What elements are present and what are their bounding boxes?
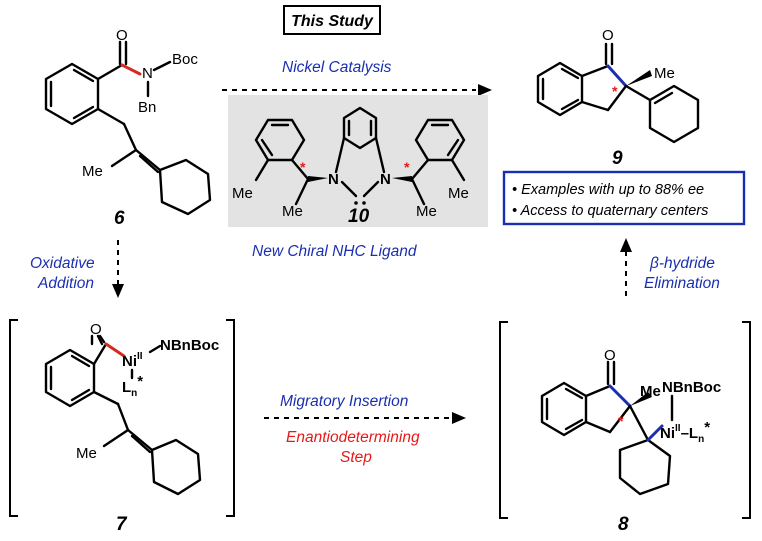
- compound-9-number: 9: [612, 148, 623, 169]
- note-quaternary: • Access to quaternary centers: [512, 203, 708, 219]
- this-study-label: This Study: [291, 13, 374, 30]
- c8-right-bracket: [742, 321, 751, 519]
- ligand-right-stereocenter: *: [404, 159, 410, 175]
- c7-oxygen: O: [90, 321, 102, 338]
- compound-7-number: 7: [116, 514, 128, 535]
- beta-hydride-label: β-hydride: [649, 255, 715, 272]
- compound-8: O Me * NBnBoc NiII–Ln*: [540, 347, 721, 496]
- note-ee: • Examples with up to 88% ee: [512, 182, 704, 198]
- ligand-me-right: Me: [416, 203, 437, 220]
- compound-9: O Me *: [536, 27, 700, 144]
- c7-left-bracket: [9, 319, 18, 517]
- ligand-aryl-me-left: Me: [232, 185, 253, 202]
- left-arrowhead: [112, 284, 124, 298]
- ligand-n-right: N: [380, 171, 391, 188]
- c6-oxygen: O: [116, 27, 128, 44]
- this-study-box: [283, 5, 381, 35]
- compound-6-number: 6: [114, 208, 125, 229]
- ligand-n-left: N: [328, 171, 339, 188]
- enantiodetermining-label: Enantiodetermining: [286, 429, 420, 446]
- c6-boc: Boc: [172, 51, 198, 68]
- c6-methyl: Me: [82, 163, 103, 180]
- c9-methyl: Me: [654, 65, 675, 82]
- c8-left-bracket: [499, 321, 508, 519]
- ligand-me-left: Me: [282, 203, 303, 220]
- ligand-caption: New Chiral NHC Ligand: [252, 243, 418, 260]
- c6-nitrogen: N: [142, 65, 153, 82]
- addition-label: Addition: [37, 275, 94, 292]
- c8-nbnboc: NBnBoc: [662, 379, 721, 396]
- c8-oxygen: O: [604, 347, 616, 364]
- migratory-insertion-label: Migratory Insertion: [280, 393, 408, 410]
- compound-7: O NiII NBnBoc Ln* Me: [44, 321, 219, 496]
- notes-box: [502, 170, 746, 226]
- oxidative-label: Oxidative: [30, 255, 95, 272]
- c7-nickel: NiII: [122, 351, 143, 370]
- ligand-number: 10: [348, 206, 370, 227]
- c8-stereocenter: *: [618, 413, 624, 429]
- c7-right-bracket: [226, 319, 235, 517]
- compound-8-number: 8: [618, 514, 629, 535]
- ligand-aryl-me-right: Me: [448, 185, 469, 202]
- c8-nickel: NiII–Ln*: [660, 419, 710, 445]
- c9-oxygen: O: [602, 27, 614, 44]
- nickel-catalysis-label: Nickel Catalysis: [282, 59, 392, 76]
- ligand-left-stereocenter: *: [300, 159, 306, 175]
- ligand-10: N N 10 * Me Me * Me Me: [232, 106, 469, 227]
- bottom-arrowhead: [452, 412, 466, 424]
- right-arrowhead: [620, 238, 632, 252]
- c8-methyl: Me: [640, 383, 661, 400]
- c6-bn: Bn: [138, 99, 156, 116]
- c7-nbnboc: NBnBoc: [160, 337, 219, 354]
- compound-6: O N Boc Bn Me: [44, 27, 212, 216]
- top-arrowhead: [478, 84, 492, 96]
- step-label: Step: [340, 449, 372, 466]
- c7-ligand: Ln*: [122, 373, 143, 399]
- c9-stereocenter: *: [612, 83, 618, 99]
- elimination-label: Elimination: [644, 275, 720, 292]
- c7-methyl: Me: [76, 445, 97, 462]
